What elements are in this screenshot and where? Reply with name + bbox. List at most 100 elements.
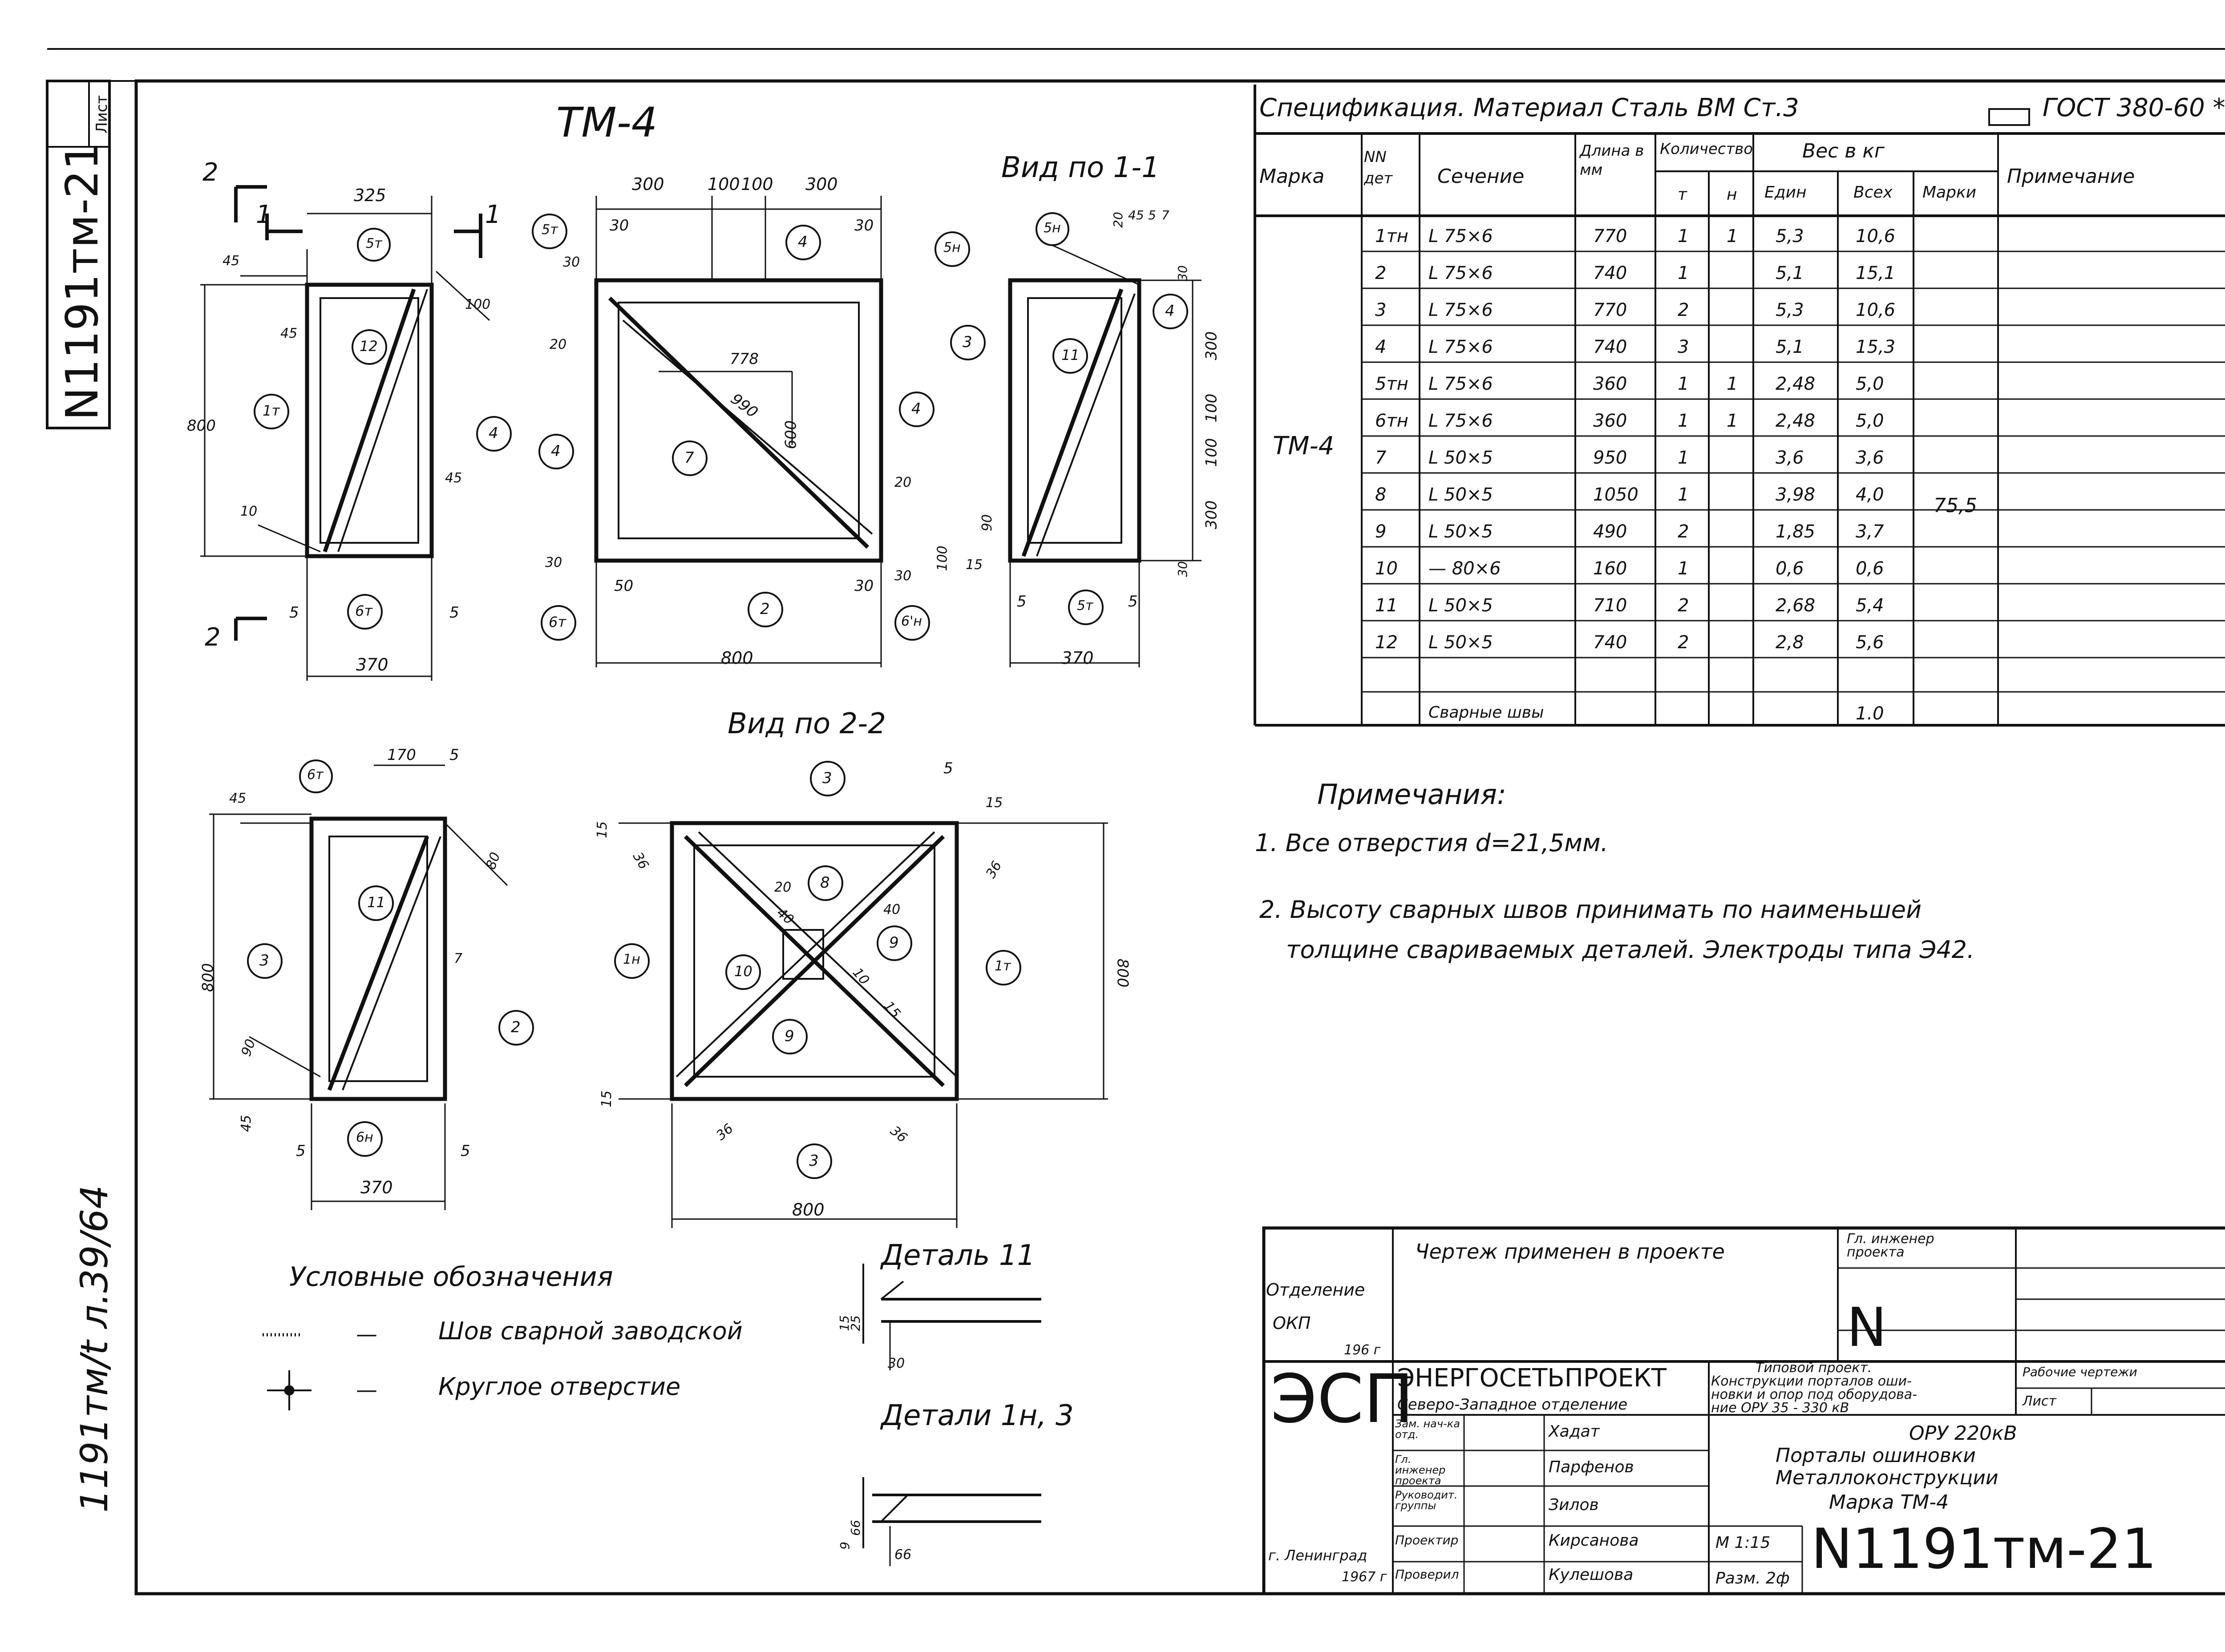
spec-cell-t: 3 bbox=[1678, 337, 1689, 357]
spec-header-note: Примечание bbox=[2007, 165, 2135, 188]
dim: 7 bbox=[454, 951, 463, 966]
tb-okp: ОКП bbox=[1273, 1313, 1311, 1333]
detail-11-title: Деталь 11 bbox=[881, 1239, 1036, 1272]
spec-cell-t: 2 bbox=[1678, 632, 1689, 653]
callout: 3 bbox=[259, 952, 269, 969]
spec-cell-t: 2 bbox=[1678, 300, 1689, 320]
spec-cell-section: Сварные швы bbox=[1428, 703, 1544, 722]
spec-header-weight: Вес в кг bbox=[1802, 140, 1885, 162]
spec-header-qty-t: т bbox=[1678, 186, 1687, 204]
dim: 40 bbox=[883, 902, 901, 917]
dim: 800 bbox=[199, 963, 217, 992]
dim: 5 bbox=[943, 759, 953, 777]
dim: 800 bbox=[792, 1200, 825, 1220]
tb-name-4: Кирсанова bbox=[1549, 1531, 1639, 1550]
dim: 45 bbox=[1128, 208, 1144, 222]
tb-branch: Северо-Западное отделение bbox=[1397, 1396, 1628, 1414]
view-2-2-title: Вид по 2-2 bbox=[728, 707, 886, 740]
tb-city: г. Ленинград bbox=[1268, 1547, 1367, 1564]
spec-cell-nn: 10 bbox=[1375, 558, 1398, 579]
spec-cell-unit: 3,6 bbox=[1776, 448, 1804, 468]
spec-cell-t: 2 bbox=[1678, 595, 1689, 616]
stamp-code: N1191тм-21 bbox=[56, 141, 108, 420]
spec-cell-unit: 5,3 bbox=[1776, 226, 1804, 246]
tb-role-4: Проектир bbox=[1395, 1533, 1459, 1547]
dim: 800 bbox=[1113, 958, 1132, 988]
dim: 370 bbox=[360, 1178, 393, 1197]
view-1-1-title: Вид по 1-1 bbox=[1001, 151, 1160, 184]
spec-cell-section: L 50×5 bbox=[1428, 521, 1493, 542]
spec-cell-unit: 1,85 bbox=[1776, 521, 1816, 542]
callout: 2 bbox=[511, 1018, 521, 1036]
spec-header-w-mark: Марки bbox=[1922, 183, 1977, 202]
dim: 5 bbox=[1128, 593, 1138, 610]
callout: 10 bbox=[734, 963, 752, 980]
callout: 3 bbox=[822, 769, 832, 787]
callout: 4 bbox=[798, 233, 808, 251]
spec-cell-length: 360 bbox=[1593, 411, 1627, 431]
spec-cell-section: L 50×5 bbox=[1428, 595, 1493, 616]
spec-cell-section: — 80×6 bbox=[1428, 558, 1501, 579]
dim: 30 bbox=[563, 254, 580, 270]
legend-title: Условные обозначения bbox=[289, 1261, 613, 1293]
spec-cell-nn: 1тн bbox=[1375, 226, 1408, 246]
spec-cell-length: 740 bbox=[1593, 337, 1627, 357]
tb-chief-engineer: Гл. инженер проекта bbox=[1847, 1231, 1934, 1260]
dim: 66 bbox=[894, 1547, 912, 1563]
tb-subject-1: ОРУ 220кВ bbox=[1909, 1422, 2017, 1445]
tb-name-5: Кулешова bbox=[1549, 1566, 1634, 1584]
callout: 6т bbox=[549, 614, 566, 630]
spec-cell-length: 1050 bbox=[1593, 485, 1638, 505]
spec-cell-length: 770 bbox=[1593, 226, 1627, 246]
view-2-2-right-frame bbox=[619, 821, 1108, 1228]
dim: 300 bbox=[1202, 331, 1221, 360]
spec-cell-length: 950 bbox=[1593, 448, 1627, 468]
spec-cell-nn: 4 bbox=[1375, 337, 1387, 357]
spec-cell-section: L 75×6 bbox=[1428, 226, 1493, 246]
dim: 20 bbox=[1110, 212, 1125, 228]
callout: 12 bbox=[360, 338, 378, 355]
dim: 300 bbox=[1202, 500, 1221, 529]
spec-header-nn: NN дет bbox=[1364, 148, 1393, 187]
dim: 9 bbox=[837, 1542, 852, 1550]
dim: 778 bbox=[730, 350, 759, 368]
view-1-1-frame bbox=[1008, 239, 1202, 667]
spec-cell-section: L 75×6 bbox=[1428, 411, 1493, 431]
legend-dash-2: — bbox=[356, 1377, 377, 1402]
tb-logo: ЭСП bbox=[1270, 1361, 1414, 1438]
spec-cell-n: 1 bbox=[1727, 411, 1738, 431]
dim: 66 bbox=[848, 1520, 863, 1536]
spec-cell-length: 160 bbox=[1593, 558, 1627, 579]
spec-cell-nn: 9 bbox=[1375, 521, 1387, 542]
callout: 4 bbox=[911, 400, 921, 418]
spec-cell-nn: 12 bbox=[1375, 632, 1398, 653]
dim: 30 bbox=[610, 217, 629, 234]
tb-big-n: N bbox=[1847, 1297, 1887, 1359]
dim: 25 bbox=[848, 1315, 863, 1331]
spec-cell-all: 15,3 bbox=[1856, 337, 1896, 357]
dim: 800 bbox=[721, 648, 753, 668]
dim: 30 bbox=[854, 217, 874, 234]
spec-cell-all: 5,0 bbox=[1856, 411, 1884, 431]
spec-cell-nn: 11 bbox=[1375, 595, 1398, 616]
spec-table-grid bbox=[1254, 85, 2225, 727]
callout: 6н bbox=[356, 1130, 373, 1145]
spec-mark-weight: 75,5 bbox=[1934, 494, 1977, 517]
dim: 45 bbox=[280, 326, 298, 341]
tb-subject-2: Порталы ошиновки bbox=[1776, 1444, 1976, 1467]
side-archive-number: 1191тм/t л.39/64 bbox=[73, 1185, 116, 1513]
note-1: 1. Все отверстия d=21,5мм. bbox=[1255, 829, 1608, 857]
tb-sheet-label: Лист bbox=[2023, 1393, 2057, 1409]
section-mark-1-left: 1 bbox=[256, 200, 272, 229]
tb-role-1: Зам. нач-ка отд. bbox=[1395, 1418, 1460, 1441]
dim: 5 bbox=[1148, 208, 1156, 222]
dim: 325 bbox=[354, 186, 386, 205]
callout: 7 bbox=[684, 449, 694, 467]
tb-typical-1: Типовой проект. bbox=[1756, 1360, 1872, 1376]
notes-title: Примечания: bbox=[1317, 778, 1506, 811]
callout: 6'н bbox=[901, 614, 922, 629]
main-frame bbox=[594, 196, 883, 667]
dim: 100 bbox=[1202, 393, 1221, 423]
callout: 3 bbox=[809, 1152, 819, 1170]
